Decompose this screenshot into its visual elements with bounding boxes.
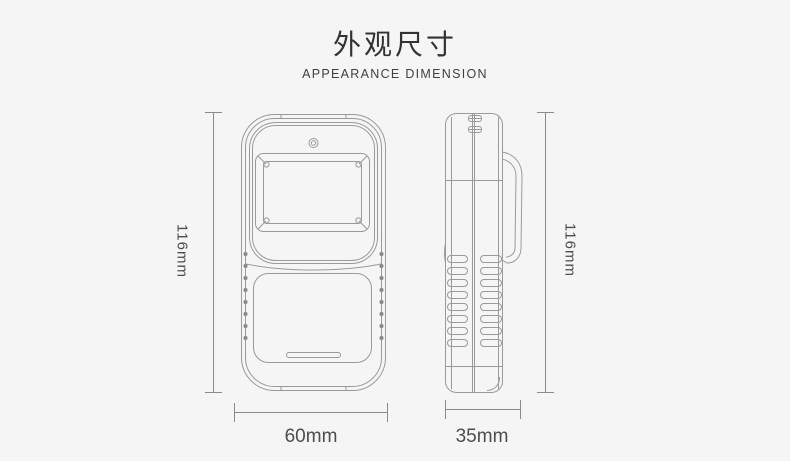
front-view-drawing [241,114,386,391]
dimension-tick [234,403,235,422]
dimension-line-front-height [213,112,214,393]
header: 外观尺寸 APPEARANCE DIMENSION [0,28,790,81]
dimension-tick [445,400,446,419]
dimension-line-side-depth [445,409,521,410]
dimension-line-front-width [234,412,388,413]
dimension-tick [537,392,554,393]
dimension-tick [387,403,388,422]
side-view-drawing [444,113,523,393]
dimension-tick [537,112,554,113]
dimension-tick [205,112,222,113]
dimension-line-side-height [545,112,546,393]
page-subtitle: APPEARANCE DIMENSION [302,66,488,81]
side-height-label: 116mm [561,223,579,277]
dimension-tick [520,400,521,419]
side-depth-label: 35mm [455,426,509,447]
front-width-label: 60mm [284,426,338,447]
dimension-tick [205,392,222,393]
front-height-label: 116mm [173,224,191,278]
page-title: 外观尺寸 [332,29,457,60]
